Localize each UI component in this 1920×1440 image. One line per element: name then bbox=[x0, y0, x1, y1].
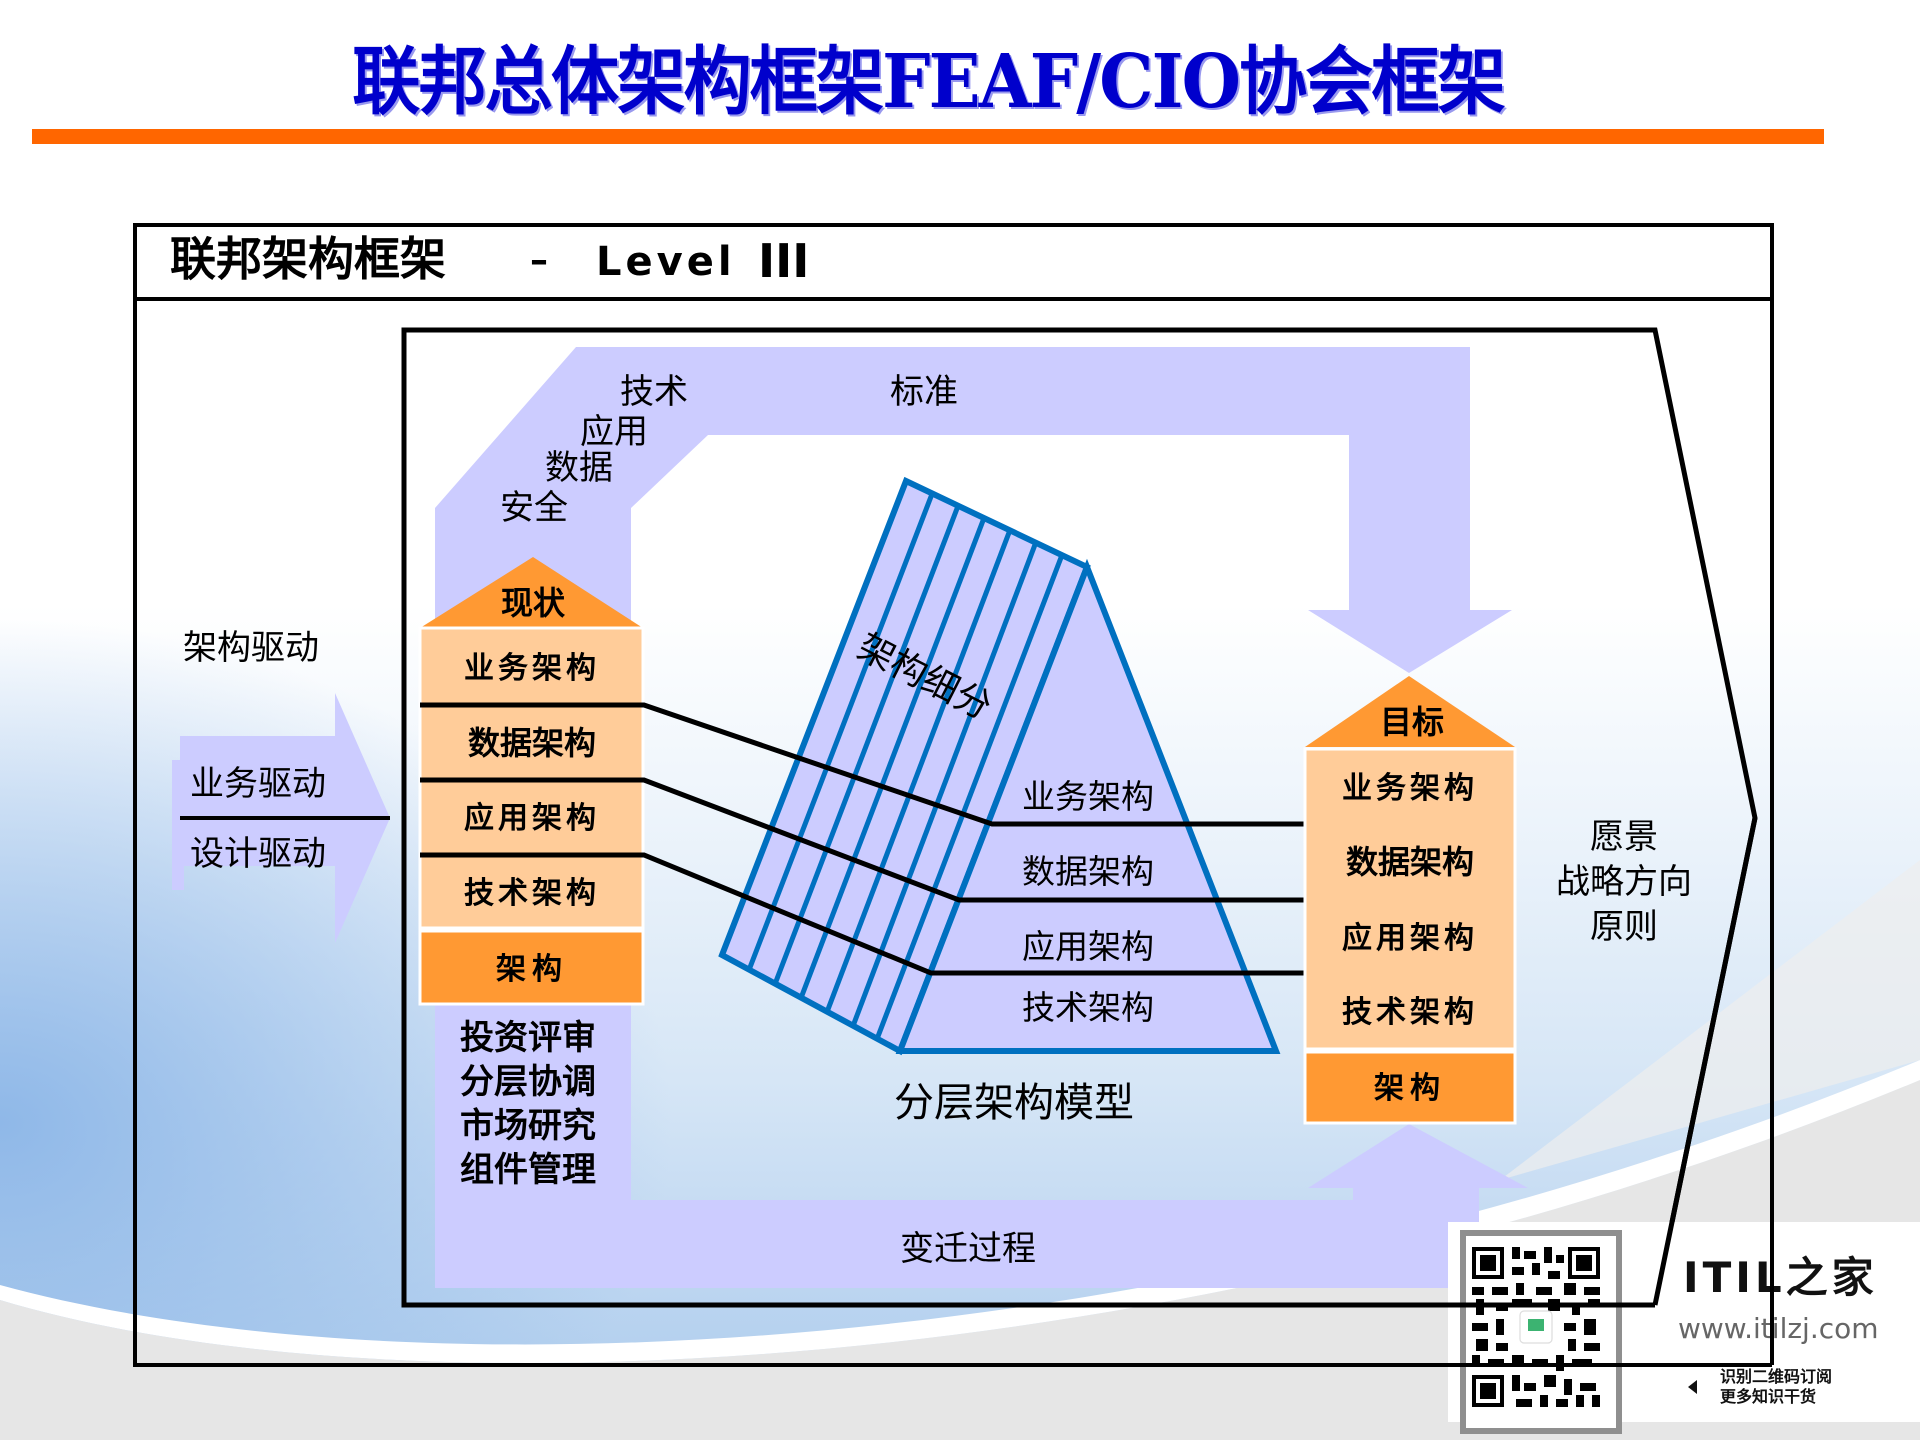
frame-header: 联邦架构框架 – Level III bbox=[170, 232, 809, 288]
svg-text:应用架构: 应用架构 bbox=[464, 801, 600, 836]
svg-text:应用架构: 应用架构 bbox=[1022, 927, 1154, 966]
caret-left-icon bbox=[1688, 1380, 1697, 1394]
itil-url-link[interactable]: www.itilzj.com bbox=[1678, 1312, 1879, 1345]
frame-header-dash: – bbox=[530, 240, 548, 281]
top-band-labels: 技术 应用 数据 安全 标准 bbox=[500, 372, 958, 528]
svg-text:组件管理: 组件管理 bbox=[460, 1150, 596, 1190]
svg-text:战略方向: 战略方向 bbox=[1556, 862, 1692, 902]
driver-heading: 架构驱动 bbox=[183, 628, 319, 668]
slide-title: 联邦总体架构框架FEAF/CIO协会框架 bbox=[352, 39, 1506, 125]
qr-code-icon[interactable] bbox=[1468, 1242, 1604, 1412]
pyramid-caption: 分层架构模型 bbox=[894, 1080, 1134, 1126]
svg-text:技术架构: 技术架构 bbox=[1022, 988, 1154, 1027]
process-items: 投资评审 分层协调 市场研究 组件管理 bbox=[460, 1018, 596, 1190]
svg-text:原则: 原则 bbox=[1590, 907, 1658, 947]
layered-pyramid: 架构细分 业务架构 数据架构 应用架构 技术架构 分层架构模型 bbox=[718, 476, 1281, 1126]
down-arrow-to-target bbox=[1308, 435, 1512, 673]
layer-mapping-arrows bbox=[420, 702, 1490, 976]
title-underline-bar bbox=[32, 129, 1824, 144]
svg-text:数据: 数据 bbox=[545, 448, 613, 488]
svg-text:应用: 应用 bbox=[580, 412, 648, 452]
vision-text: 愿景 战略方向 原则 bbox=[1556, 817, 1692, 947]
frame-header-roman: III bbox=[758, 234, 809, 288]
svg-text:技术架构: 技术架构 bbox=[1342, 995, 1478, 1030]
itil-hint: 识别二维码订阅 更多知识干货 bbox=[1720, 1367, 1833, 1406]
driver-arrow bbox=[172, 693, 390, 943]
svg-text:技术架构: 技术架构 bbox=[464, 876, 600, 911]
svg-text:架构: 架构 bbox=[1374, 1071, 1446, 1106]
svg-text:技术: 技术 bbox=[620, 372, 688, 412]
driver-design: 设计驱动 bbox=[190, 834, 326, 874]
up-arrow-to-target bbox=[1308, 1124, 1528, 1200]
svg-text:业务架构: 业务架构 bbox=[1342, 771, 1478, 806]
svg-text:数据架构: 数据架构 bbox=[1022, 852, 1154, 891]
svg-text:分层协调: 分层协调 bbox=[460, 1062, 596, 1102]
outer-frame bbox=[133, 223, 1774, 1367]
frame-header-level: Level bbox=[596, 239, 736, 285]
target-state-stack: 目标 业务架构 数据架构 应用架构 技术架构 架构 bbox=[1303, 676, 1517, 1125]
svg-text:安全: 安全 bbox=[500, 488, 568, 528]
svg-text:数据架构: 数据架构 bbox=[468, 724, 596, 762]
svg-text:市场研究: 市场研究 bbox=[460, 1106, 596, 1146]
svg-text:投资评审: 投资评审 bbox=[460, 1018, 596, 1058]
svg-text:架构: 架构 bbox=[496, 952, 568, 987]
frame-header-cn: 联邦架构框架 bbox=[170, 232, 446, 286]
itil-brand-name: ITIL之家 bbox=[1683, 1253, 1878, 1302]
svg-text:应用架构: 应用架构 bbox=[1342, 921, 1478, 956]
target-state-label: 目标 bbox=[1380, 703, 1444, 741]
svg-text:数据架构: 数据架构 bbox=[1346, 843, 1474, 881]
standard-label: 标准 bbox=[890, 372, 958, 412]
svg-text:业务架构: 业务架构 bbox=[1022, 777, 1154, 816]
svg-text:业务架构: 业务架构 bbox=[464, 651, 600, 686]
driver-business: 业务驱动 bbox=[190, 764, 326, 804]
pyramid-triangle bbox=[895, 558, 1281, 1054]
itil-watermark: ITIL之家 www.itilzj.com 识别二维码订阅 更多知识干货 bbox=[1448, 1222, 1920, 1440]
svg-text:愿景: 愿景 bbox=[1590, 817, 1658, 857]
transition-label: 变迁过程 bbox=[900, 1229, 1036, 1269]
current-state-label: 现状 bbox=[501, 584, 566, 622]
